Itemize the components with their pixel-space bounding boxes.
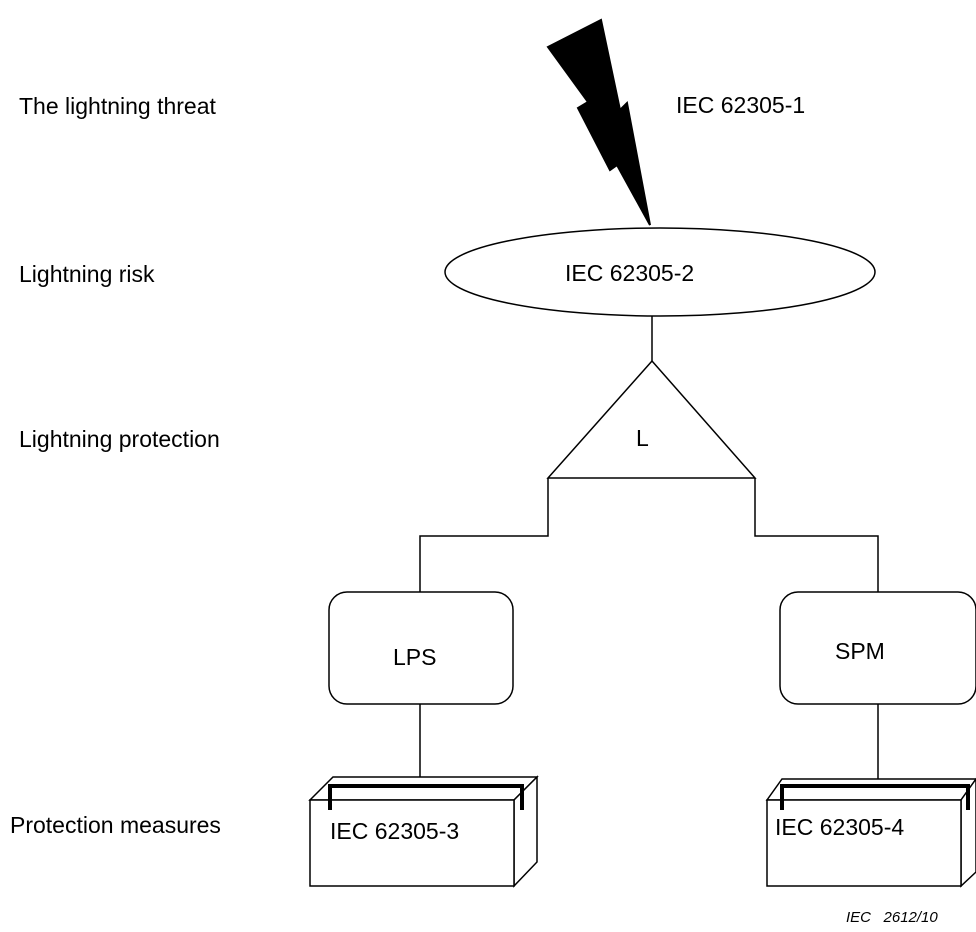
lps-box-text: LPS xyxy=(393,644,436,670)
measures-right-bracket xyxy=(780,784,970,810)
risk-ellipse xyxy=(444,227,876,317)
label-protection-measures: Protection measures xyxy=(10,812,221,838)
standard-threat-text: IEC 62305-1 xyxy=(676,92,805,118)
measures-left-bracket xyxy=(328,784,524,810)
label-lightning-risk: Lightning risk xyxy=(19,261,155,287)
spm-box-text: SPM xyxy=(835,638,885,664)
label-lightning-threat: The lightning threat xyxy=(19,93,216,119)
risk-ellipse-text: IEC 62305-2 xyxy=(565,260,694,286)
protection-triangle xyxy=(546,359,757,479)
lightning-bolt-icon xyxy=(546,18,651,226)
measures-right-text: IEC 62305-4 xyxy=(775,814,904,840)
connector-right-branch xyxy=(754,478,879,592)
protection-triangle-text: L xyxy=(636,425,649,451)
figure-id: IEC 2612/10 xyxy=(846,909,938,926)
connector-left-branch xyxy=(419,478,549,592)
measures-left-box xyxy=(308,775,539,888)
lps-box xyxy=(328,591,514,705)
label-lightning-protection: Lightning protection xyxy=(19,426,220,452)
measures-left-text: IEC 62305-3 xyxy=(330,818,459,844)
